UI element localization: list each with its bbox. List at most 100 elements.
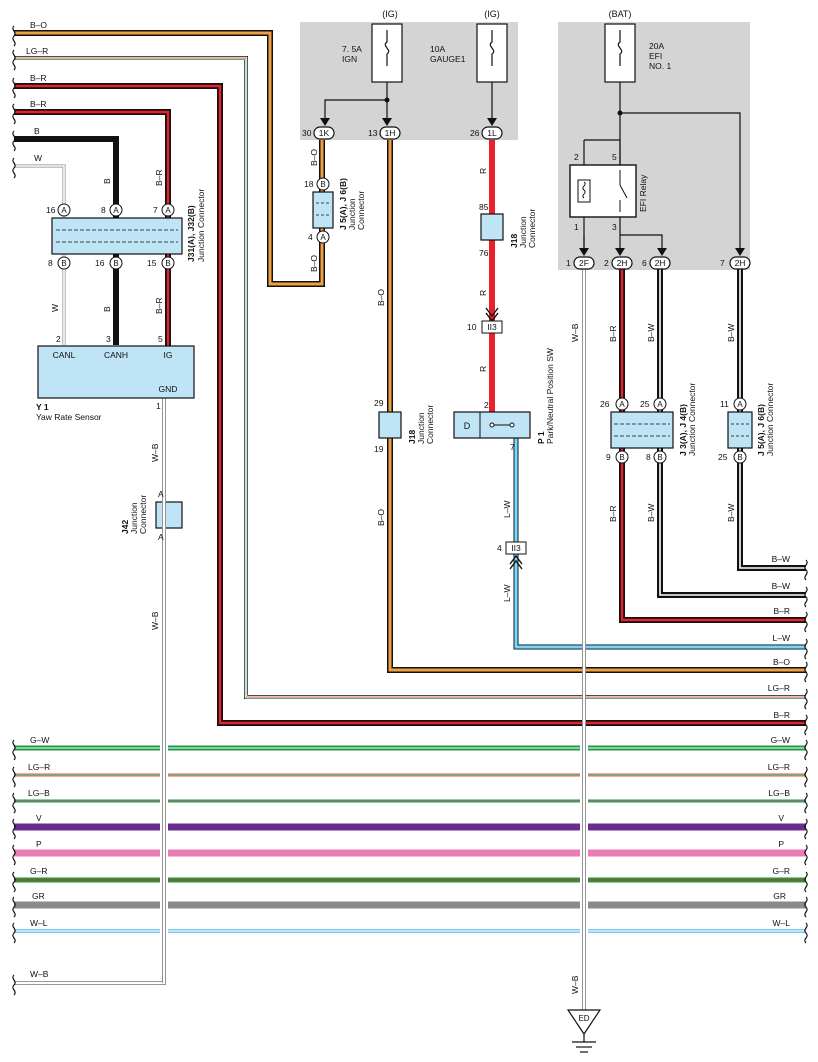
- svg-text:LG–R: LG–R: [28, 762, 50, 772]
- svg-text:B: B: [737, 453, 742, 462]
- yaw-rate-sensor: CANL CANH IG GND 2 3 5 1 Y 1 Yaw Rate Se…: [36, 334, 195, 422]
- svg-text:18: 18: [304, 179, 314, 189]
- svg-text:GND: GND: [159, 384, 178, 394]
- svg-text:15: 15: [147, 258, 157, 268]
- svg-text:W–B: W–B: [570, 323, 580, 342]
- svg-text:P: P: [36, 839, 42, 849]
- svg-text:30: 30: [302, 128, 312, 138]
- connector-ii3-lower: II3 4: [497, 541, 527, 570]
- svg-text:EFI Relay: EFI Relay: [638, 174, 648, 212]
- svg-text:L–W: L–W: [773, 633, 790, 643]
- svg-text:CANH: CANH: [104, 350, 128, 360]
- svg-text:LG–B: LG–B: [768, 788, 790, 798]
- connector-top-bat: 1 2F 2 2H 6 2H 7 2H: [566, 256, 751, 270]
- ground-ed: ED: [566, 1009, 602, 1053]
- svg-text:G–W: G–W: [30, 735, 49, 745]
- svg-text:3: 3: [612, 222, 617, 232]
- svg-text:IG: IG: [164, 350, 173, 360]
- svg-text:1H: 1H: [385, 128, 396, 138]
- svg-text:II3: II3: [487, 322, 497, 332]
- svg-text:B–W: B–W: [726, 324, 736, 342]
- svg-text:B–W: B–W: [772, 581, 790, 591]
- svg-text:26: 26: [600, 399, 610, 409]
- svg-text:B–R: B–R: [773, 710, 790, 720]
- svg-text:B: B: [102, 306, 112, 312]
- svg-text:LG–B: LG–B: [28, 788, 50, 798]
- svg-text:NO. 1: NO. 1: [649, 61, 671, 71]
- svg-text:B: B: [61, 259, 66, 268]
- svg-text:Junction: Junction: [518, 216, 528, 248]
- svg-text:B–R: B–R: [154, 297, 164, 314]
- connector-ii3-upper: II3 10: [467, 307, 503, 334]
- svg-text:A: A: [737, 400, 743, 409]
- svg-text:9: 9: [606, 452, 611, 462]
- efi-relay: 2 5 1 3 EFI Relay: [569, 140, 648, 252]
- svg-text:7. 5A: 7. 5A: [342, 44, 362, 54]
- svg-text:16: 16: [95, 258, 105, 268]
- svg-text:Junction Connector: Junction Connector: [687, 383, 697, 456]
- svg-text:B–W: B–W: [646, 324, 656, 342]
- fuse-efi-no1: 20A EFI NO. 1: [604, 23, 671, 83]
- svg-text:B–W: B–W: [772, 554, 790, 564]
- svg-text:A: A: [158, 489, 164, 499]
- svg-text:J18: J18: [407, 430, 417, 444]
- svg-text:76: 76: [479, 248, 489, 258]
- svg-text:2F: 2F: [579, 258, 589, 268]
- svg-text:P 1: P 1: [536, 431, 546, 444]
- svg-text:W–L: W–L: [30, 918, 48, 928]
- svg-text:G–R: G–R: [30, 866, 47, 876]
- junction-j5-j6-left: B A 18 4 J 5(A), J 6(B) Junction Connect…: [304, 177, 366, 244]
- svg-text:R: R: [478, 168, 488, 174]
- svg-text:A: A: [113, 206, 119, 215]
- svg-text:J 3(A), J 4(B): J 3(A), J 4(B): [678, 404, 688, 456]
- svg-text:B–O: B–O: [309, 255, 319, 272]
- svg-text:8: 8: [101, 205, 106, 215]
- svg-text:85: 85: [479, 202, 489, 212]
- svg-text:1L: 1L: [487, 128, 497, 138]
- svg-text:1K: 1K: [319, 128, 330, 138]
- svg-text:L–W: L–W: [502, 501, 512, 518]
- svg-text:G–W: G–W: [771, 735, 790, 745]
- svg-text:A: A: [165, 206, 171, 215]
- svg-text:8: 8: [48, 258, 53, 268]
- svg-text:Junction Connector: Junction Connector: [765, 383, 775, 456]
- svg-text:A: A: [158, 532, 164, 542]
- svg-text:B–R: B–R: [608, 505, 618, 522]
- junction-j42: A A J42 Junction Connector: [120, 489, 183, 542]
- svg-text:B–O: B–O: [309, 149, 319, 166]
- svg-text:Connector: Connector: [425, 405, 435, 444]
- svg-text:EFI: EFI: [649, 51, 662, 61]
- junction-j18-upper: 85 76 J18 Junction Connector: [479, 202, 537, 258]
- svg-text:26: 26: [470, 128, 480, 138]
- svg-text:5: 5: [612, 152, 617, 162]
- svg-text:W–B: W–B: [150, 443, 160, 462]
- wire-labels: B–O LG–R B–R B–R B W B B–R W B B–R W–B W…: [26, 20, 790, 994]
- ig-source-label: (IG): [382, 9, 398, 19]
- svg-text:LG–R: LG–R: [768, 683, 790, 693]
- ig-source-label-2: (IG): [484, 9, 500, 19]
- svg-text:Y 1: Y 1: [36, 402, 49, 412]
- svg-text:3: 3: [106, 334, 111, 344]
- park-neutral-switch: D 2 7 P 1 Park/Neutral Position SW: [453, 348, 555, 452]
- svg-text:W–B: W–B: [30, 969, 49, 979]
- junction-j3-j4: A A B B 26 25 9 8 J 3(A), J 4(B) Junctio…: [600, 383, 697, 464]
- svg-text:W–L: W–L: [773, 918, 791, 928]
- svg-text:13: 13: [368, 128, 378, 138]
- svg-text:1: 1: [156, 401, 161, 411]
- svg-text:GAUGE1: GAUGE1: [430, 54, 466, 64]
- svg-text:W–B: W–B: [570, 975, 580, 994]
- svg-text:4: 4: [308, 232, 313, 242]
- svg-text:Junction Connector: Junction Connector: [196, 189, 206, 262]
- svg-text:16: 16: [46, 205, 56, 215]
- connector-top-ig: 30 1K 13 1H 26 1L: [302, 126, 503, 140]
- svg-text:7: 7: [510, 442, 515, 452]
- svg-text:B: B: [102, 178, 112, 184]
- svg-text:29: 29: [374, 398, 384, 408]
- svg-text:B–W: B–W: [646, 504, 656, 522]
- svg-text:25: 25: [718, 452, 728, 462]
- svg-text:A: A: [619, 400, 625, 409]
- svg-text:7: 7: [720, 258, 725, 268]
- svg-text:2H: 2H: [617, 258, 628, 268]
- svg-text:A: A: [61, 206, 67, 215]
- svg-text:B–W: B–W: [726, 504, 736, 522]
